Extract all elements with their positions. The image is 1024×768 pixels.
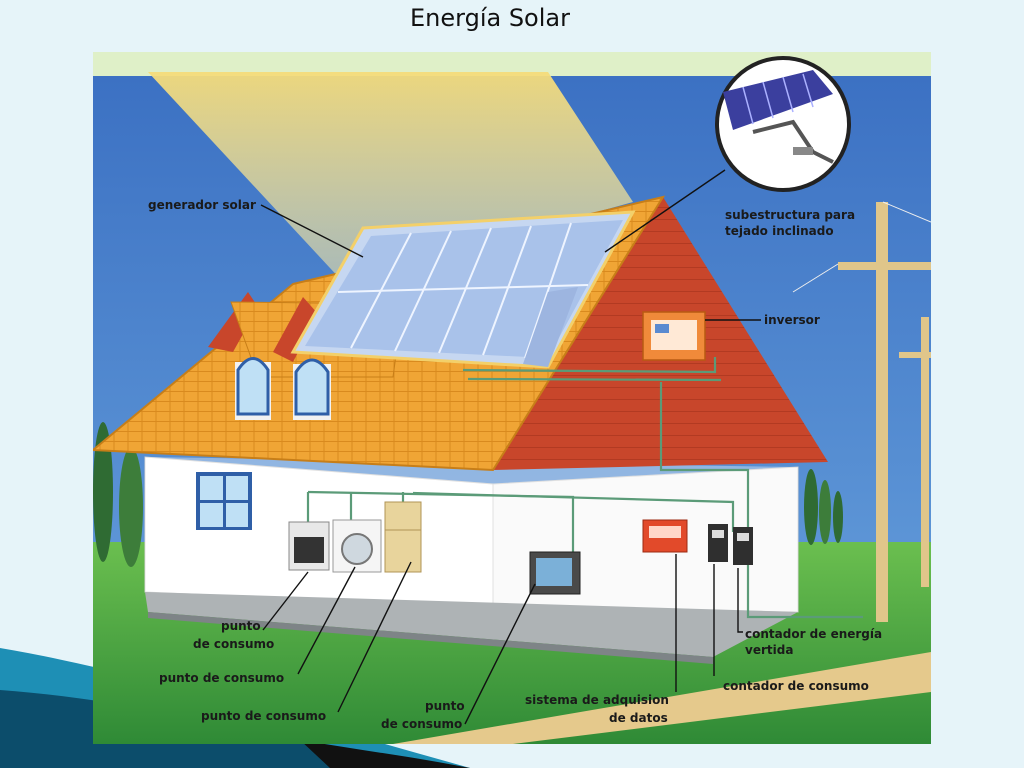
leader-lines xyxy=(260,169,761,725)
wiring xyxy=(306,357,863,619)
appliances xyxy=(288,501,753,595)
floor xyxy=(145,592,798,657)
label-sistema-line1: sistema de adquision xyxy=(525,693,669,707)
diagram-svg: generador solar subestructura para tejad… xyxy=(93,52,931,744)
utility-poles xyxy=(792,201,931,622)
label-punto-1-line1: punto xyxy=(221,619,261,633)
wall-window xyxy=(196,472,252,530)
label-inversor: inversor xyxy=(764,313,820,327)
label-punto-1-line2: de consumo xyxy=(193,637,274,651)
label-contador-energia-line1: contador de energía xyxy=(745,627,882,641)
label-punto-2: punto de consumo xyxy=(159,671,284,685)
swoosh-black xyxy=(300,740,470,768)
solar-panels[interactable] xyxy=(290,210,636,369)
trees xyxy=(93,422,843,567)
zoom-circle xyxy=(715,56,851,192)
label-subestructura-line2: tejado inclinado xyxy=(725,224,834,238)
label-punto-4-line1: punto xyxy=(425,699,465,713)
label-punto-4-line2: de consumo xyxy=(381,717,462,731)
label-contador-energia-line2: vertida xyxy=(745,643,793,657)
label-contador-consumo: contador de consumo xyxy=(723,679,869,693)
inverter-box[interactable] xyxy=(642,311,706,361)
slide-title: Energía Solar xyxy=(410,4,570,32)
dirt-path xyxy=(393,652,931,744)
label-generador-solar: generador solar xyxy=(148,198,256,212)
label-subestructura-line1: subestructura para xyxy=(725,208,855,222)
label-punto-3: punto de consumo xyxy=(201,709,326,723)
label-sistema-line2: de datos xyxy=(609,711,668,725)
solar-house-diagram: generador solar subestructura para tejad… xyxy=(93,52,931,744)
